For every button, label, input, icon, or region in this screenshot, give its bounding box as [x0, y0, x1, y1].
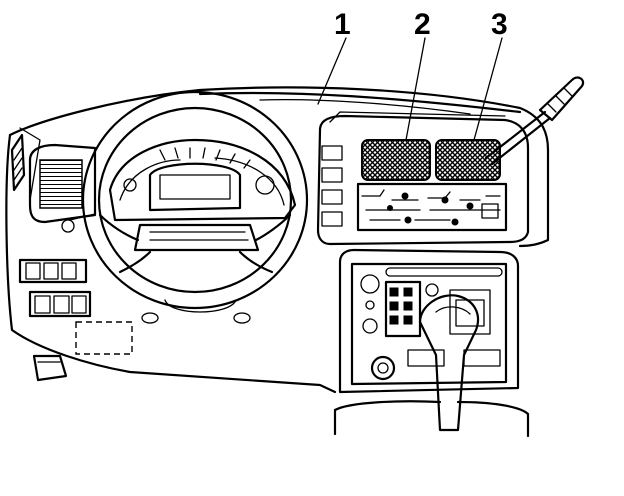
steering-wheel — [61, 90, 309, 324]
center-console-stack — [338, 248, 520, 394]
radio-unit — [360, 267, 503, 338]
dashboard-outline — [5, 86, 550, 394]
center-air-vent-right — [435, 139, 501, 181]
callout-label-3: 3 — [491, 8, 508, 41]
gear-selector-lever — [484, 76, 585, 166]
left-air-vent — [28, 143, 97, 224]
center-left-switch-column — [321, 145, 343, 227]
fuse-cover-hidden — [75, 321, 133, 355]
console-lower-buttons — [407, 349, 501, 367]
callout-leaders — [317, 37, 503, 141]
floor-console — [333, 400, 530, 438]
climate-control-panel — [356, 182, 508, 232]
shift-lever — [418, 294, 480, 432]
accessory-knob — [370, 355, 396, 381]
center-air-vent-left — [361, 139, 431, 181]
callout-label-1: 1 — [334, 8, 351, 41]
left-switch-panel-upper — [18, 258, 88, 284]
center-bezel — [316, 111, 530, 246]
left-switch-panel-lower — [28, 290, 92, 318]
hood-release — [32, 354, 68, 382]
callout-label-2: 2 — [414, 8, 431, 41]
